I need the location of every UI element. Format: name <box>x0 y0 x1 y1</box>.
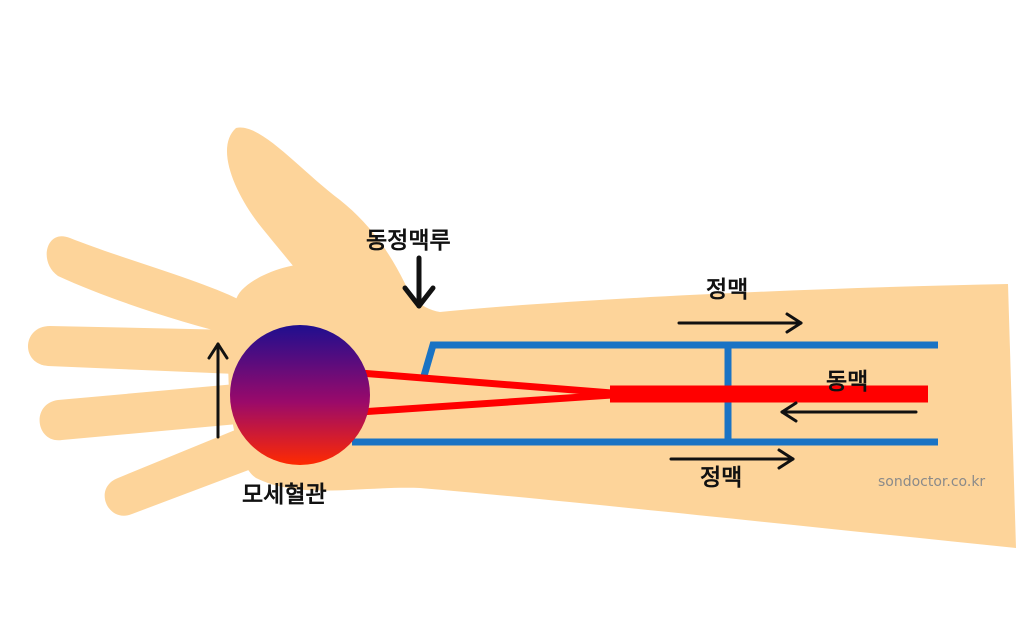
label-artery: 동맥 <box>826 369 869 395</box>
ring-finger <box>39 384 238 441</box>
artery-branch-upper <box>359 369 613 397</box>
little-finger <box>104 428 254 516</box>
label-capillary: 모세혈관 <box>242 482 327 508</box>
arrow-down-icon <box>402 255 436 309</box>
label-arteriovenous-fistula: 동정맥루 <box>366 228 451 254</box>
arrow-icon <box>780 401 918 423</box>
arm-hand <box>27 127 1016 548</box>
index-finger <box>46 236 240 336</box>
arteries <box>359 369 928 416</box>
watermark: sondoctor.co.kr <box>878 474 986 490</box>
vein-upper <box>420 341 938 377</box>
artery-branch-lower <box>359 391 613 416</box>
label-vein-lower: 정맥 <box>700 465 743 491</box>
arrow-icon <box>677 312 803 334</box>
flow-arrows <box>207 312 918 470</box>
arrow-icon <box>207 342 229 439</box>
label-vein-upper: 정맥 <box>706 277 749 303</box>
middle-finger <box>27 326 237 374</box>
capillary-bed <box>230 325 370 465</box>
arrow-icon <box>669 448 795 470</box>
palm-forearm <box>228 262 1016 548</box>
